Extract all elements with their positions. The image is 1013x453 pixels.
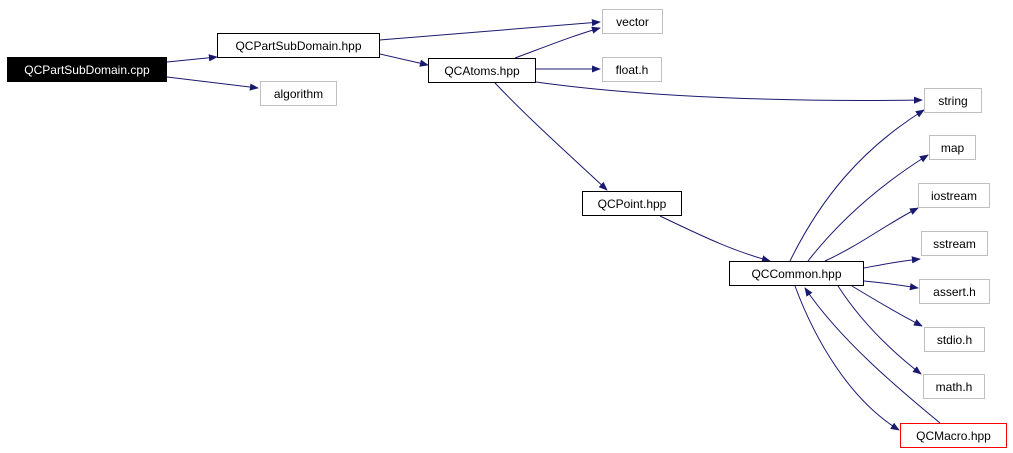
node-vector: vector (602, 9, 663, 34)
edge-common-to-iostream (824, 207, 919, 262)
edge-common-to-macro (794, 285, 900, 431)
node-iostream: iostream (918, 183, 990, 208)
node-stdio-h: stdio.h (924, 327, 985, 352)
node-algorithm: algorithm (260, 81, 337, 106)
edge-atoms-to-string (535, 81, 923, 104)
node-map: map (929, 135, 976, 160)
edge-root-to-partsub_hpp (166, 54, 218, 63)
node-sstream: sstream (921, 231, 988, 256)
edge-common-to-assert (863, 280, 919, 291)
node-qcatoms-hpp[interactable]: QCAtoms.hpp (428, 58, 536, 83)
edge-common-to-string (789, 109, 925, 262)
node-qcpoint-hpp[interactable]: QCPoint.hpp (582, 191, 682, 216)
edge-common-to-stdio (851, 285, 923, 327)
edge-partsub_hpp-to-atoms (379, 53, 429, 67)
edge-root-to-algorithm (166, 76, 259, 91)
edge-common-to-map (807, 154, 929, 262)
node-qcpartsubdomain-hpp[interactable]: QCPartSubDomain.hpp (217, 33, 380, 58)
node-float-h: float.h (602, 57, 662, 82)
edge-atoms-to-point (494, 82, 608, 191)
node-qcpartsubdomain-cpp: QCPartSubDomain.cpp (7, 57, 167, 82)
edge-atoms-to-vector (514, 26, 601, 59)
node-qccommon-hpp[interactable]: QCCommon.hpp (729, 261, 864, 286)
edge-common-to-math (837, 285, 922, 375)
edge-point-to-common (659, 215, 771, 263)
edge-common-to-sstream (863, 256, 921, 269)
node-string: string (924, 88, 982, 113)
node-math-h: math.h (923, 374, 985, 399)
node-qcmacro-hpp[interactable]: QCMacro.hpp (900, 423, 1007, 448)
edge-macro-to-common (804, 287, 941, 424)
node-assert-h: assert.h (919, 279, 990, 304)
edge-partsub_hpp-to-vector (379, 19, 601, 41)
